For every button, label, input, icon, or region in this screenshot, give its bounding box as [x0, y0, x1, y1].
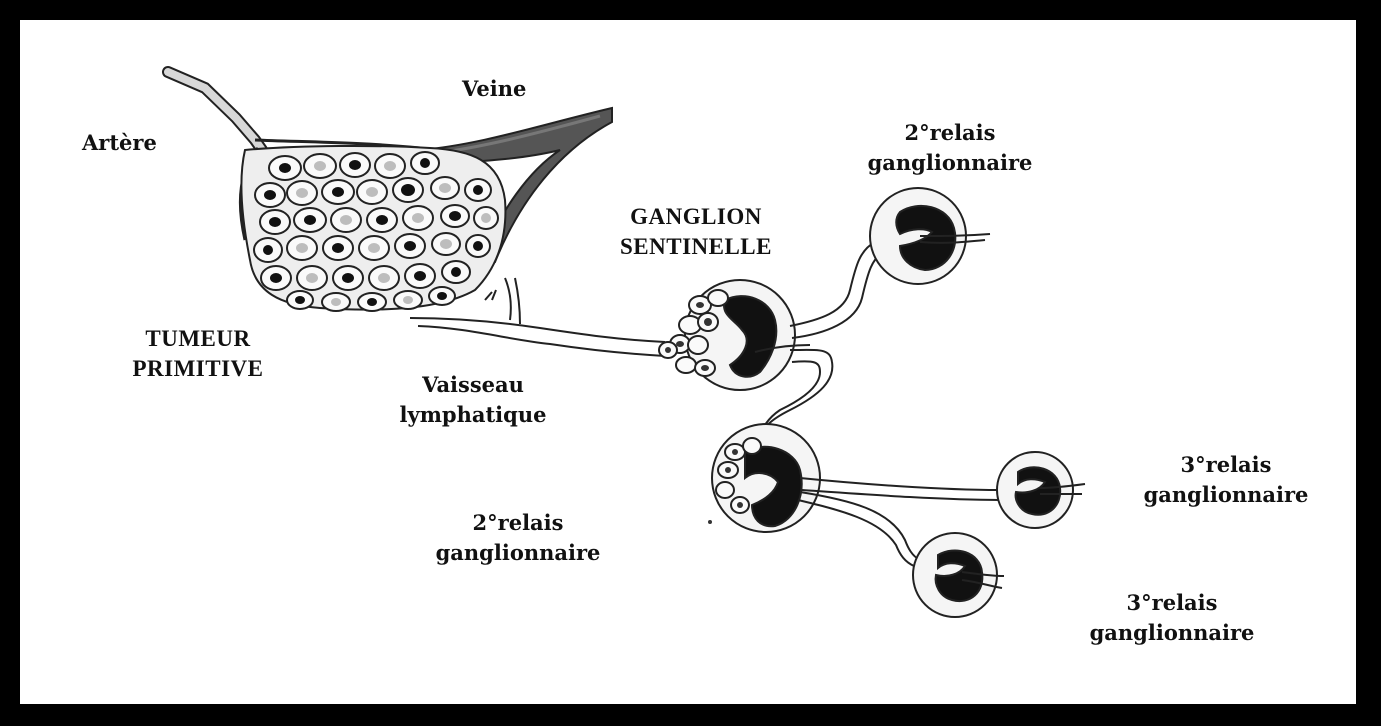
relay-2-bottom-label: 2°relais ganglionnaire	[408, 508, 628, 568]
lymphatic-vessel-label: Vaisseau lymphatique	[368, 370, 578, 430]
sentinel-node	[659, 280, 810, 390]
primary-tumour	[241, 146, 505, 311]
relay-3-lower-label: 3°relais ganglionnaire	[1062, 588, 1282, 648]
relay-3-upper-label: 3°relais ganglionnaire	[1116, 450, 1336, 510]
relay-2-top-label: 2°relais ganglionnaire	[840, 118, 1060, 178]
relay-node-3-lower	[913, 533, 1004, 617]
speck	[708, 520, 712, 524]
artery-label: Artère	[82, 128, 157, 158]
primary-tumour-label: TUMEUR PRIMITIVE	[108, 324, 288, 384]
sentinel-node-label: GANGLION SENTINELLE	[586, 202, 806, 262]
relay-node-2-top	[870, 188, 990, 284]
vein-label: Veine	[462, 74, 526, 104]
relay-node-3-upper	[997, 452, 1085, 528]
